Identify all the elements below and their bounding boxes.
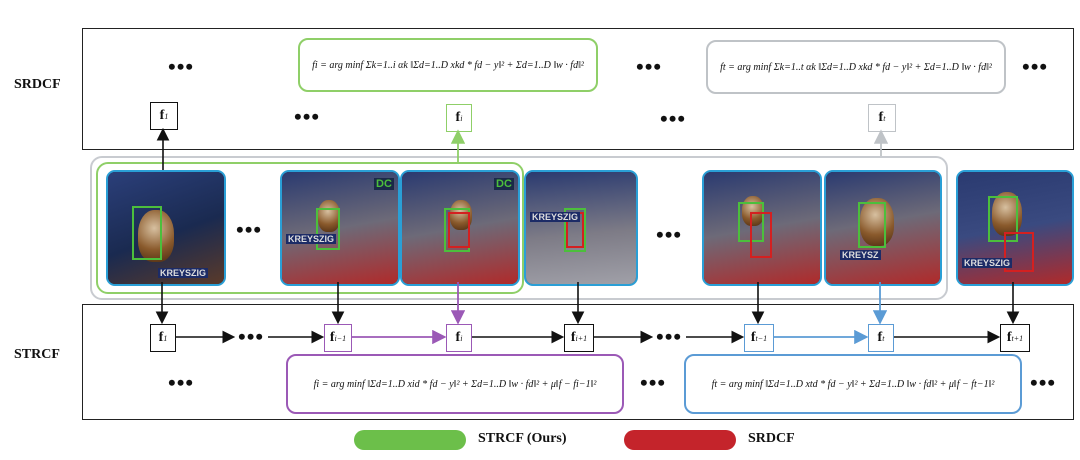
srdcf-row-label: SRDCF <box>14 77 61 92</box>
frame-corner-text: DC <box>494 178 514 190</box>
video-frame-3: DC <box>400 170 520 286</box>
video-frame-6: KREYSZ <box>824 170 942 286</box>
strcf-row-label: STRCF <box>14 347 60 362</box>
video-frame-7: KREYSZIG <box>956 170 1074 286</box>
video-frame-5 <box>702 170 822 286</box>
legend-ours-label: STRCF (Ours) <box>478 431 567 446</box>
strcf-equation-t: ft = arg minf ‖Σd=1..D xtd * fd − y‖² + … <box>684 354 1022 414</box>
frame-brand-text: KREYSZIG <box>962 258 1013 268</box>
legend-srdcf-swatch <box>624 430 736 450</box>
frame-brand-text: KREYSZIG <box>286 234 337 244</box>
frame-brand-text: KREYSZIG <box>158 268 209 278</box>
srdcf-window-outline <box>90 156 948 300</box>
strcf-equation-i: fi = arg minf ‖Σd=1..D xid * fd − y‖² + … <box>286 354 624 414</box>
legend-ours-swatch <box>354 430 466 450</box>
srdcf-equation-i: fi = arg minf Σk=1..i αk ‖Σd=1..D xkd * … <box>298 38 598 92</box>
frame-brand-text: KREYSZ <box>840 250 881 260</box>
frame-corner-text: DC <box>374 178 394 190</box>
strcf-window-outline <box>96 162 524 294</box>
video-frame-1: KREYSZIG <box>106 170 226 286</box>
video-frame-4: KREYSZIG <box>524 170 638 286</box>
srdcf-equation-t: ft = arg minf Σk=1..t αk ‖Σd=1..D xkd * … <box>706 40 1006 94</box>
legend-srdcf-label: SRDCF <box>748 431 795 446</box>
video-frame-2: KREYSZIG DC <box>280 170 400 286</box>
frame-brand-text: KREYSZIG <box>530 212 581 222</box>
